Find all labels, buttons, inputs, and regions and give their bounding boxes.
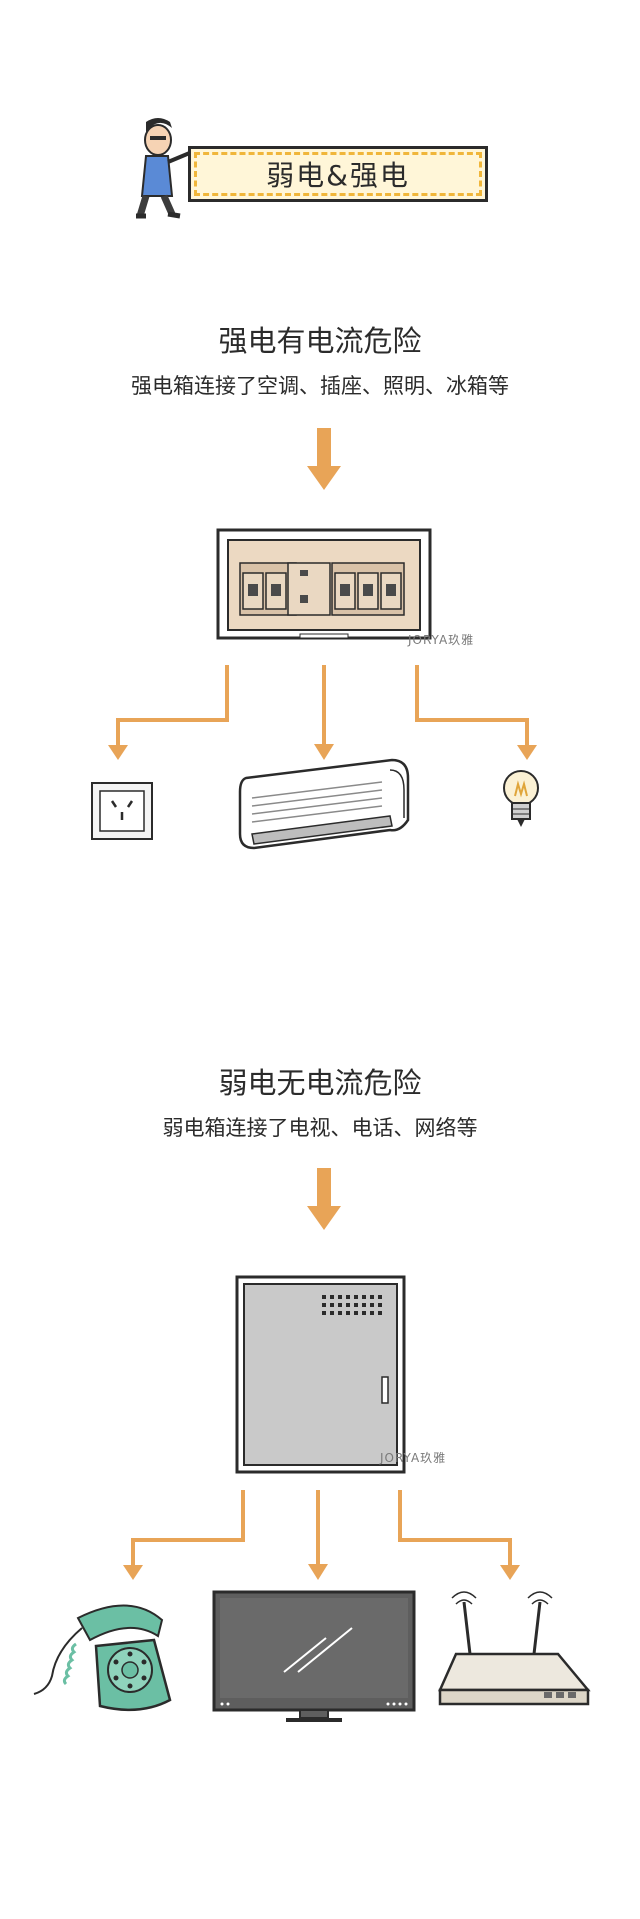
air-conditioner-icon: [238, 758, 410, 850]
strong-branch-arrows-icon: [116, 665, 529, 752]
strong-electrical-box-icon: [216, 528, 432, 640]
section-title-banner: 弱电&强电: [188, 146, 488, 202]
telephone-icon: [33, 1604, 172, 1712]
weak-subtitle: 弱电箱连接了电视、电话、网络等: [162, 1116, 478, 1140]
weak-down-arrow-icon: [307, 1168, 341, 1230]
light-bulb-icon: [503, 770, 539, 827]
strong-subtitle: 强电箱连接了空调、插座、照明、冰箱等: [131, 374, 509, 398]
weak-branch-arrowheads-icon: [123, 1564, 520, 1580]
strong-down-arrow-icon: [307, 428, 341, 490]
strong-branch-arrowheads-icon: [108, 744, 537, 760]
strong-watermark: JORYA玖雅: [408, 633, 475, 647]
power-socket-icon: [91, 782, 153, 840]
weak-electrical-box-icon: [235, 1275, 406, 1474]
strong-heading: 强电有电流危险: [218, 324, 422, 358]
weak-branch-arrows-icon: [131, 1490, 512, 1572]
weak-heading: 弱电无电流危险: [218, 1066, 422, 1100]
worker-character-icon: [136, 118, 193, 219]
television-icon: [212, 1590, 416, 1722]
wifi-router-icon: [438, 1591, 591, 1706]
section-title: 弱电&强电: [266, 159, 410, 192]
weak-watermark: JORYA玖雅: [380, 1451, 447, 1465]
